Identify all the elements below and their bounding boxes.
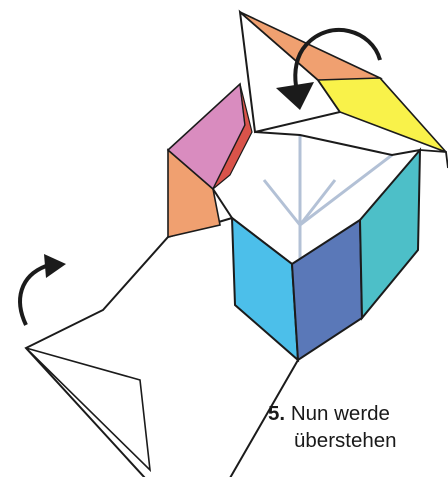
instruction-text: 5. Nun werde überstehen xyxy=(268,400,448,454)
curved-arrow-icon xyxy=(20,254,66,325)
wall-teal xyxy=(360,150,420,318)
right-flap-edge xyxy=(420,150,448,168)
instruction-line-1-text: Nun werde xyxy=(291,402,390,425)
instruction-line-2: überstehen xyxy=(268,427,448,454)
step-number: 5. xyxy=(268,402,285,425)
top-flap-yellow xyxy=(318,78,446,152)
instruction-line-1: 5. Nun werde xyxy=(268,400,448,427)
wall-slate-blue xyxy=(292,220,362,360)
